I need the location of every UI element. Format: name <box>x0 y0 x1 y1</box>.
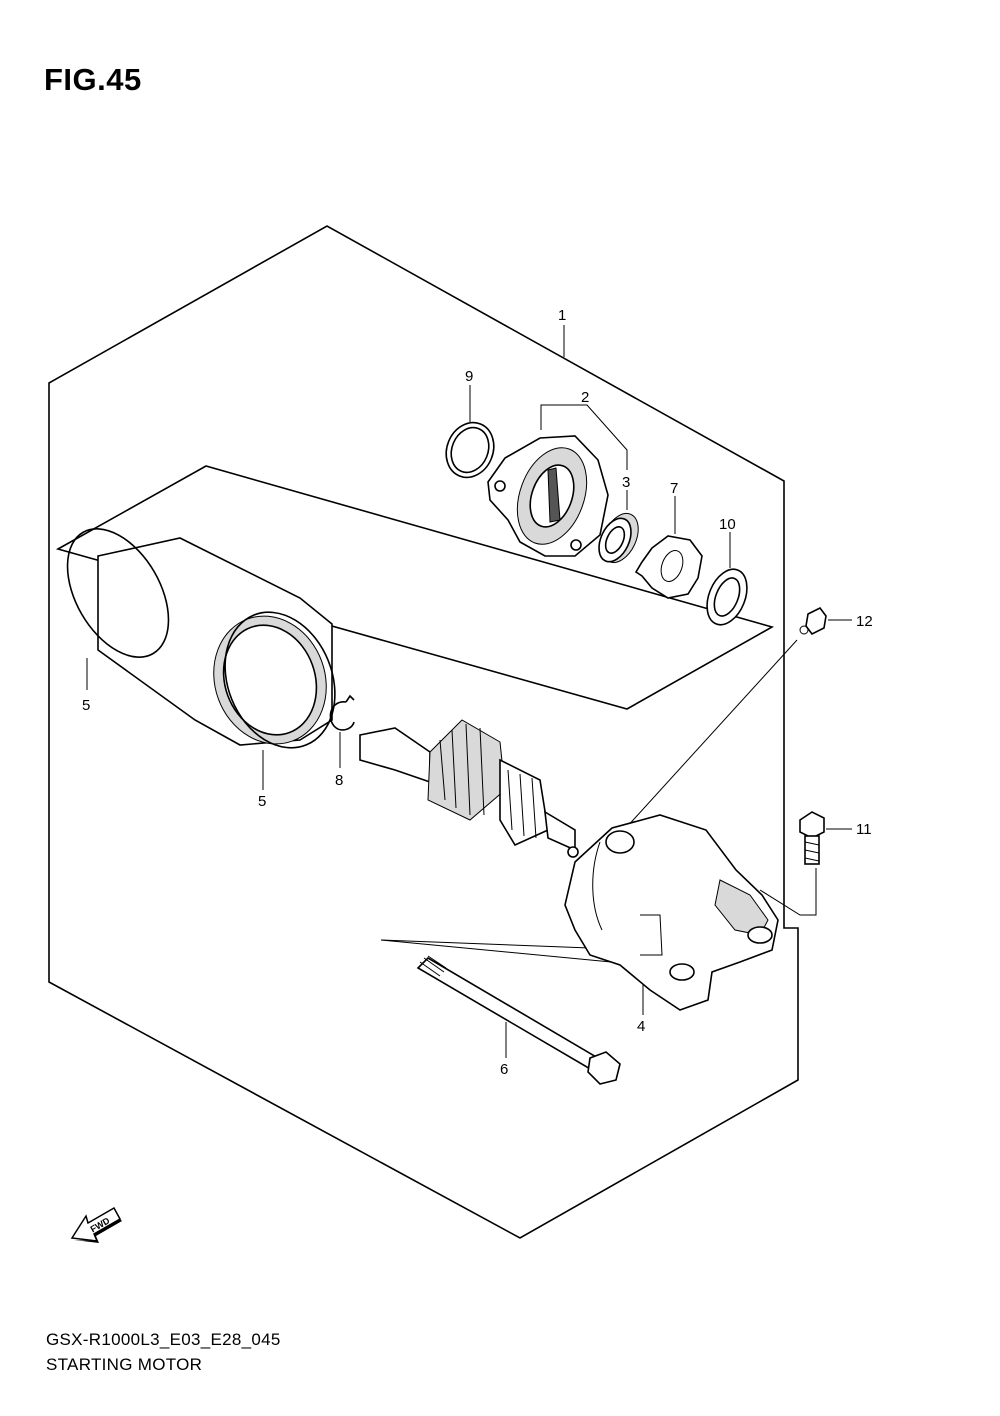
callout-10: 10 <box>719 516 736 533</box>
part-6-long-bolt <box>416 955 621 1085</box>
part-11-bolt <box>799 811 825 865</box>
part-12-plug <box>799 606 827 636</box>
figure-title: FIG.45 <box>44 62 142 97</box>
part-3-oil-seal <box>598 512 639 564</box>
armature <box>359 719 579 858</box>
callout-9: 9 <box>465 368 473 385</box>
diagram-footer: GSX-R1000L3_E03_E28_045 STARTING MOTOR <box>46 1327 281 1377</box>
diagram-name: STARTING MOTOR <box>46 1355 203 1374</box>
part-5-o-ring-front <box>224 611 336 749</box>
callout-12: 12 <box>856 613 873 630</box>
callout-7: 7 <box>670 480 678 497</box>
assembly-boundary <box>48 225 799 1239</box>
part-2-front-cover <box>487 435 609 557</box>
callout-4: 4 <box>637 1018 645 1035</box>
part-9-o-ring <box>445 421 495 479</box>
fwd-arrow-icon: FWD <box>70 1206 122 1243</box>
callout-2: 2 <box>581 389 589 406</box>
callout-11: 11 <box>856 821 872 838</box>
callout-5-rear: 5 <box>82 697 90 714</box>
part-10-washer <box>706 568 748 626</box>
part-5-o-ring-rear <box>66 528 170 658</box>
callout-5-front: 5 <box>258 793 266 810</box>
leader-lines <box>86 325 852 1058</box>
part-7-lock-washer <box>634 535 703 599</box>
callout-3: 3 <box>622 474 630 491</box>
sub-assembly-boundary <box>55 465 775 710</box>
part-5-yoke-housing <box>97 537 333 746</box>
part-8-circlip <box>329 694 355 731</box>
callout-8: 8 <box>335 772 343 789</box>
diagram-code: GSX-R1000L3_E03_E28_045 <box>46 1330 281 1349</box>
callout-6: 6 <box>500 1061 508 1078</box>
part-4-rear-housing <box>564 814 779 1011</box>
callout-1: 1 <box>558 307 566 324</box>
callout-labels: 1 2 3 4 5 5 6 7 8 9 10 11 12 <box>82 307 873 1078</box>
